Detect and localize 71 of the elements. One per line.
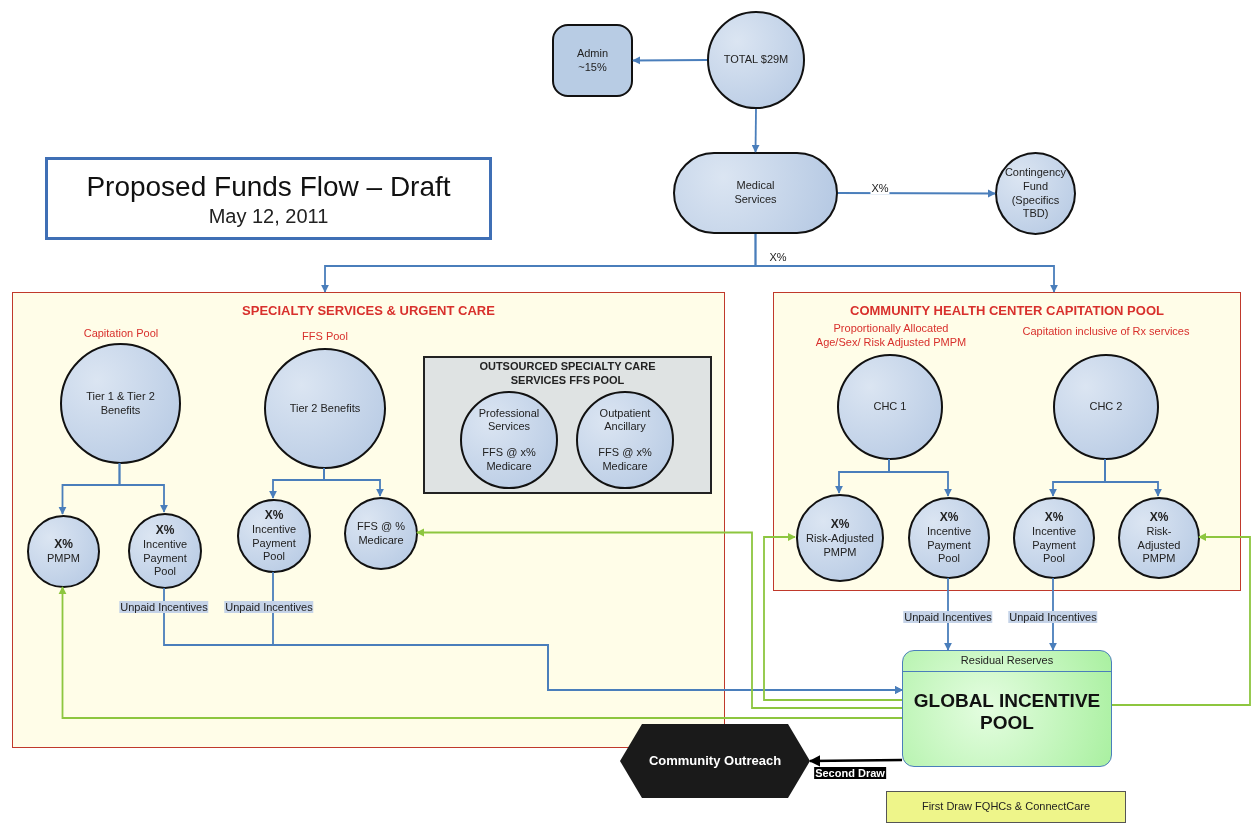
node-label: Risk-Adjusted PMPM [805, 531, 875, 560]
edge-label: Unpaid Incentives [903, 611, 993, 623]
arrow [751, 108, 760, 153]
pool-panel [773, 292, 1241, 591]
hexagon-node [620, 724, 810, 798]
node-label: First Draw FQHCs & ConnectCare [921, 800, 1091, 814]
node-label: Incentive Payment Pool [142, 537, 188, 580]
edge-label: Second Draw [814, 767, 886, 779]
node-label: FFS @ % Medicare [356, 519, 406, 548]
edge-label: Unpaid Incentives [224, 601, 314, 613]
node-label: TOTAL $29M [722, 53, 790, 67]
node-label: X% [938, 509, 960, 525]
node-label: X% [1043, 509, 1065, 525]
arrow [754, 233, 1059, 293]
node-label: X% [53, 537, 74, 553]
arrow [808, 755, 902, 767]
node-label: Incentive Payment Pool [1031, 524, 1077, 567]
node-label: Admin ~15% [575, 46, 610, 75]
edge-label: X% [870, 182, 890, 194]
node-label: Outpatient Ancillary [598, 406, 652, 434]
node-label: Risk-Adjusted PMPM [1136, 524, 1182, 567]
node-label: Tier 1 & Tier 2 Benefits [85, 389, 156, 418]
node-label: Contingency Fund (Specifics TBD) [1003, 166, 1068, 221]
node-label: Community Outreach [648, 752, 782, 770]
caption-text: Capitation inclusive of Rx services [1021, 325, 1191, 339]
panel-heading: SPECIALTY SERVICES & URGENT CARE [242, 303, 495, 320]
group-heading: OUTSOURCED SPECIALTY CARE SERVICES FFS POOL [478, 360, 657, 388]
title-box [45, 157, 492, 240]
node-label: CHC 1 [872, 400, 908, 414]
arrow [1104, 458, 1163, 497]
pool-box [902, 650, 1112, 767]
arrow [837, 189, 996, 198]
caption-text: Proportionally Allocated Age/Sex/ Risk Adjusted PMPM [814, 322, 968, 350]
node-label: PMPM [46, 552, 81, 566]
arrow [118, 462, 169, 513]
arrow [1111, 532, 1251, 706]
caption-text: Capitation Pool [82, 327, 160, 341]
edge-label: Unpaid Incentives [1008, 611, 1098, 623]
arrow [272, 571, 903, 695]
date-text: May 12, 2011 [208, 203, 329, 229]
arrow [763, 532, 903, 701]
node-label: Professional Services [477, 406, 541, 434]
edge-label: Unpaid Incentives [119, 601, 209, 613]
node-label: Incentive Payment Pool [926, 524, 972, 567]
node-label: Tier 2 Benefits [288, 401, 362, 416]
arrow [416, 528, 903, 709]
node-label: X% [1148, 509, 1170, 525]
node-label: X% [829, 516, 851, 532]
node-label: Incentive Payment Pool [251, 522, 297, 565]
node-label: Medical Services [733, 179, 778, 207]
node-label: X% [263, 507, 285, 523]
arrow [888, 458, 953, 497]
note-box [886, 791, 1126, 823]
edge-label: X% [768, 251, 788, 263]
title-text: Proposed Funds Flow – Draft [86, 169, 451, 204]
node-label: FFS @ x% Medicare [481, 446, 537, 474]
caption-text: FFS Pool [301, 330, 349, 344]
pool-panel [12, 292, 725, 748]
arrow [632, 56, 708, 65]
pool-title: GLOBAL INCENTIVE POOL [912, 689, 1102, 734]
panel-heading: COMMUNITY HEALTH CENTER CAPITATION POOL [850, 303, 1164, 320]
group-box [423, 356, 712, 494]
section-header: Residual Reserves [903, 651, 1111, 672]
arrow [58, 586, 903, 719]
arrow [943, 577, 953, 651]
arrow [323, 467, 385, 497]
arrow [1048, 577, 1058, 651]
rounded-box [552, 24, 633, 97]
node-label: X% [154, 522, 176, 538]
node-label: FFS @ x% Medicare [597, 446, 653, 474]
node-label: CHC 2 [1088, 400, 1124, 414]
